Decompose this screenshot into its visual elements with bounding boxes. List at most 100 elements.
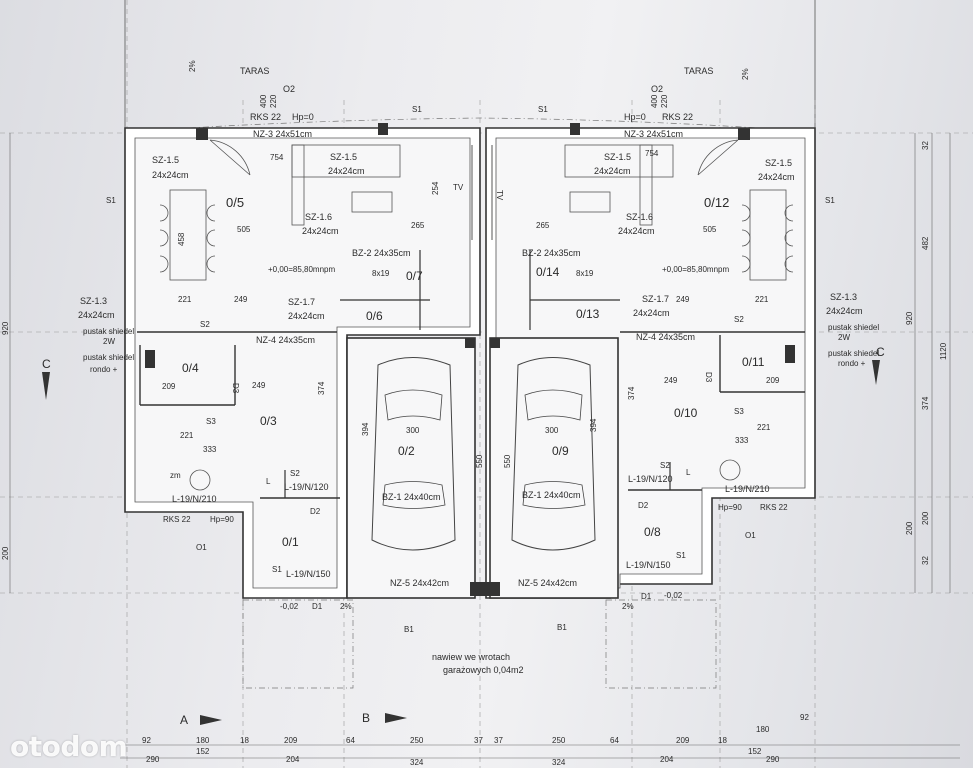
axis-b1-right: B1 — [557, 623, 567, 632]
door-l19-120-right: L-19/N/120 — [628, 474, 673, 484]
section-c-label-right: C — [876, 345, 885, 359]
dining-table-left — [159, 189, 216, 281]
terrace-label-right: TARAS — [684, 66, 713, 76]
dim-right-32-top: 32 — [921, 141, 930, 150]
garage-vent-note-1: nawiew we wrotach — [432, 652, 510, 662]
dim-right-1120: 1120 — [939, 342, 948, 360]
section-c-marker-right — [872, 360, 880, 385]
beam-bz1-right: BZ-1 24x40cm — [522, 490, 581, 500]
hp0-right: Hp=0 — [624, 112, 646, 122]
chimney-label-left-3: pustak shiedel — [83, 353, 134, 362]
door-l19-210-right: L-19/N/210 — [725, 484, 770, 494]
dim-b-324-left: 324 — [410, 758, 424, 767]
chimney-label-left-4: rondo + — [90, 365, 118, 374]
dim-left-200: 200 — [1, 546, 10, 560]
dim-374-right: 374 — [627, 386, 636, 400]
window-sz15-l2: SZ-1.5 — [330, 152, 357, 162]
stair-8x19-right: 8x19 — [576, 269, 594, 278]
dim-300-left: 300 — [406, 426, 420, 435]
dim-254-left: 254 — [431, 181, 440, 195]
window-sz17-right-size: 24x24cm — [633, 308, 670, 318]
s2-right-2: S2 — [660, 461, 670, 470]
dim-b-209-right: 209 — [676, 736, 690, 745]
s3-right: S3 — [734, 407, 744, 416]
washer-label-left: L — [266, 477, 271, 486]
door-d2-left: D2 — [310, 507, 321, 516]
door-d3-left: D3 — [231, 383, 240, 394]
room-0-9: 0/9 — [552, 444, 569, 458]
level-left: +0,00=85,80mnpm — [268, 265, 335, 274]
window-sz15-l1: SZ-1.5 — [152, 155, 179, 165]
dim-220-right: 220 — [660, 94, 669, 108]
dim-left-920: 920 — [1, 321, 10, 335]
window-sz13-left: SZ-1.3 — [80, 296, 107, 306]
slope-label-left: 2% — [188, 60, 197, 72]
otodom-watermark-logo: otodom — [10, 730, 128, 763]
door-l19-210-left: L-19/N/210 — [172, 494, 217, 504]
dim-b-152-right: 152 — [748, 747, 762, 756]
dim-right-482: 482 — [921, 236, 930, 250]
chimney-label-left-2: 2W — [103, 337, 115, 346]
dim-b-180-left: 180 — [196, 736, 210, 745]
structural-columns — [145, 123, 795, 596]
dim-right-200-b: 200 — [921, 511, 930, 525]
rks-low-left: RKS 22 — [163, 515, 191, 524]
dim-394-left: 394 — [361, 422, 370, 436]
dim-333-right: 333 — [735, 436, 749, 445]
dim-b-324-right: 324 — [552, 758, 566, 767]
rks-top-right: RKS 22 — [662, 112, 693, 122]
s2-left-1: S2 — [200, 320, 210, 329]
entry-path-right — [605, 599, 717, 689]
dim-249-right-mid: 249 — [664, 376, 678, 385]
window-sz16-right-size: 24x24cm — [618, 226, 655, 236]
garage-vent-note-2: garażowych 0,04m2 — [443, 665, 524, 675]
entry-path-left — [242, 599, 354, 689]
level-minus-left: -0,02 — [280, 602, 299, 611]
window-sz13-right-size: 24x24cm — [826, 306, 863, 316]
hp0-left: Hp=0 — [292, 112, 314, 122]
section-b-label: B — [362, 711, 370, 725]
s1-side-right: S1 — [825, 196, 835, 205]
room-0-2: 0/2 — [398, 444, 415, 458]
window-sz15-r2-size: 24x24cm — [758, 172, 795, 182]
s1-top-right: S1 — [538, 105, 548, 114]
left-unit-walls — [124, 127, 481, 599]
dim-550-right: 550 — [503, 454, 512, 468]
dim-265-right: 265 — [536, 221, 550, 230]
chimney-label-right-2: 2W — [838, 333, 850, 342]
section-a-label: A — [180, 713, 188, 727]
level-minus-right: -0,02 — [664, 591, 683, 600]
dishwasher-label-left: zm — [170, 471, 181, 480]
dim-b-37-left: 37 — [474, 736, 483, 745]
dim-b-250-left: 250 — [410, 736, 424, 745]
s1-side-left: S1 — [106, 196, 116, 205]
dim-209-left: 209 — [162, 382, 176, 391]
window-sz15-r2: SZ-1.5 — [765, 158, 792, 168]
dim-249-right-top: 249 — [676, 295, 690, 304]
door-d1-left: D1 — [312, 602, 323, 611]
window-sz17-right: SZ-1.7 — [642, 294, 669, 304]
dining-table-right — [741, 189, 794, 281]
dim-249-left-mid: 249 — [252, 381, 266, 390]
rks-top-left: RKS 22 — [250, 112, 281, 122]
dim-458-left: 458 — [177, 232, 186, 246]
washer-label-right: L — [686, 468, 691, 477]
dim-754-right: 754 — [645, 149, 659, 158]
room-0-1: 0/1 — [282, 535, 299, 549]
dimension-lines — [9, 133, 960, 759]
hp90-left: Hp=90 — [210, 515, 234, 524]
lintel-nz3-right: NZ-3 24x51cm — [624, 129, 683, 139]
room-0-12: 0/12 — [704, 195, 729, 210]
dim-400-right: 400 — [650, 94, 659, 108]
s1-top-left: S1 — [412, 105, 422, 114]
axis-o2-right: O2 — [651, 84, 663, 94]
dim-550-left: 550 — [475, 454, 484, 468]
dim-221-left-low: 221 — [180, 431, 194, 440]
section-c-label-left: C — [42, 357, 51, 371]
dim-b-180-right: 180 — [756, 725, 770, 734]
s3-left: S3 — [206, 417, 216, 426]
window-sz15-r1: SZ-1.5 — [604, 152, 631, 162]
sink-left — [189, 469, 211, 491]
